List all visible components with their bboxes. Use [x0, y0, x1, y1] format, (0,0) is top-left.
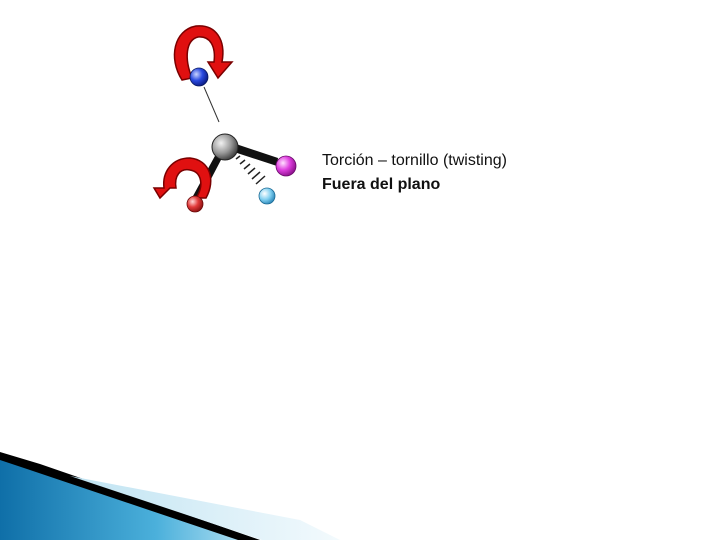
- decorative-band: [0, 452, 340, 540]
- caption-line-2: Fuera del plano: [322, 176, 441, 193]
- bond-top: [203, 86, 220, 123]
- caption-line-1: Torción – tornillo (twisting): [322, 152, 507, 169]
- atom-left: [186, 195, 204, 213]
- rotation-arrow-icon: [173, 25, 234, 81]
- bond-lower-right: [235, 155, 266, 185]
- bond-right: [234, 144, 278, 166]
- central-atom: [211, 133, 239, 161]
- atom-right: [275, 155, 297, 177]
- atom-lower-right: [258, 187, 276, 205]
- rotation-arrow-icon: [152, 157, 212, 200]
- atom-top: [189, 67, 209, 87]
